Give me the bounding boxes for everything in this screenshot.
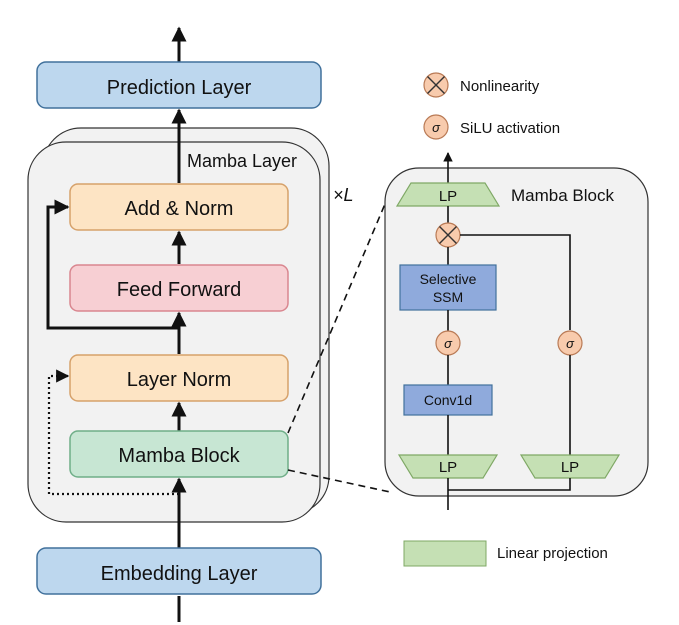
lp-bottom-left [397, 454, 499, 479]
selective-ssm-label-line2: SSM [433, 289, 463, 305]
residual-connection [46, 199, 179, 330]
selective-ssm-box [399, 264, 497, 311]
feed-forward-box [69, 264, 289, 312]
embedding-layer-label: Embedding Layer [101, 563, 258, 585]
legend-nonlinearity-label: Nonlinearity [460, 78, 540, 95]
feed-forward-label: Feed Forward [117, 279, 242, 301]
legend-linear-projection-label: Linear projection [497, 545, 608, 562]
selective-ssm-label-line1: Selective [420, 271, 477, 287]
conv1d-label: Conv1d [424, 392, 472, 408]
mamba-block-detail-panel [384, 167, 649, 497]
silu-symbol-left: σ [444, 336, 453, 351]
layer-norm-box [69, 354, 289, 402]
mamba-layer-title: Mamba Layer [187, 151, 297, 171]
lp-bottom-right-label: LP [561, 459, 579, 476]
mamba-layer-panel [27, 141, 321, 523]
legend-silu-symbol: σ [432, 120, 441, 135]
legend-linear-projection-swatch [403, 540, 487, 567]
gate-branch-line [460, 234, 571, 330]
mamba-block-label: Mamba Block [118, 445, 240, 467]
prediction-layer-label: Prediction Layer [107, 77, 252, 99]
silu-symbol-right: σ [566, 336, 575, 351]
mamba-block-box [69, 430, 289, 478]
lp-top-label: LP [439, 188, 457, 205]
layer-norm-label: Layer Norm [127, 369, 231, 391]
detail-split-line [448, 478, 571, 491]
legend-silu-icon [423, 114, 449, 140]
zoom-line-bottom [287, 469, 391, 493]
embedding-layer-box [36, 547, 322, 595]
repeat-label: ×L [333, 185, 354, 205]
lp-bottom-left-label: LP [439, 459, 457, 476]
lp-bottom-right [519, 454, 621, 479]
add-norm-box [69, 183, 289, 231]
mamba-block-detail-title: Mamba Block [511, 186, 614, 205]
dotted-residual-connection [47, 369, 179, 496]
add-norm-label: Add & Norm [125, 198, 234, 220]
prediction-layer-box [36, 61, 322, 109]
lp-top [395, 182, 501, 207]
zoom-line-top [287, 203, 386, 434]
legend-silu-label: SiLU activation [460, 120, 560, 137]
